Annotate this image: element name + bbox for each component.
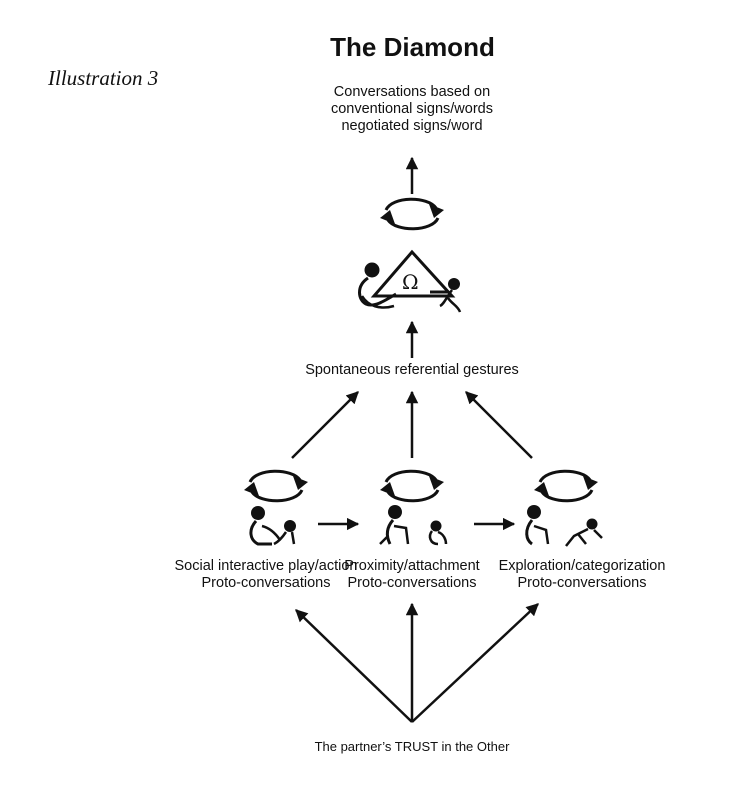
stage-label-proximity: Proximity/attachment Proto-conversations [327, 558, 497, 592]
arrow-bottom-to-left [295, 609, 413, 723]
top-label-line-2: conventional signs/words [330, 101, 493, 117]
top-label-line-1: Conversations based on [333, 84, 491, 100]
cycle-icon-left [244, 469, 308, 503]
cycle-icon-right [534, 469, 598, 503]
exploration-figures-icon [525, 505, 603, 547]
top-label-line-3: negotiated signs/word [341, 118, 483, 134]
triangle-figure-icon [358, 249, 462, 313]
cycle-icon-center [380, 469, 444, 503]
stage-label-exploration: Exploration/categorization Proto-convers… [490, 558, 674, 592]
stage-3-line-1: Exploration/categorization [498, 558, 666, 574]
stage-2-line-1: Proximity/attachment [344, 558, 480, 574]
bottom-label: The partner’s TRUST in the Other [314, 739, 510, 754]
omega-symbol: Ω [402, 270, 419, 294]
stage-1-line-1: Social interactive play/action [174, 558, 358, 574]
arrow-right-to-middle [465, 391, 533, 459]
page-title: The Diamond [330, 32, 495, 62]
attachment-figures-icon [379, 505, 448, 546]
illustration-label: Illustration 3 [48, 66, 159, 90]
stage-label-social: Social interactive play/action Proto-con… [156, 558, 376, 592]
stage-3-line-2: Proto-conversations [517, 575, 647, 591]
stage-2-line-2: Proto-conversations [347, 575, 477, 591]
cycle-icon-top [380, 197, 444, 231]
top-label: Conversations based on conventional sign… [312, 84, 512, 135]
stage-1-line-2: Proto-conversations [201, 575, 331, 591]
play-figures-icon [249, 506, 296, 546]
arrow-bottom-to-right [411, 603, 539, 723]
arrow-left-to-middle [291, 391, 359, 459]
middle-label: Spontaneous referential gestures [305, 362, 519, 378]
